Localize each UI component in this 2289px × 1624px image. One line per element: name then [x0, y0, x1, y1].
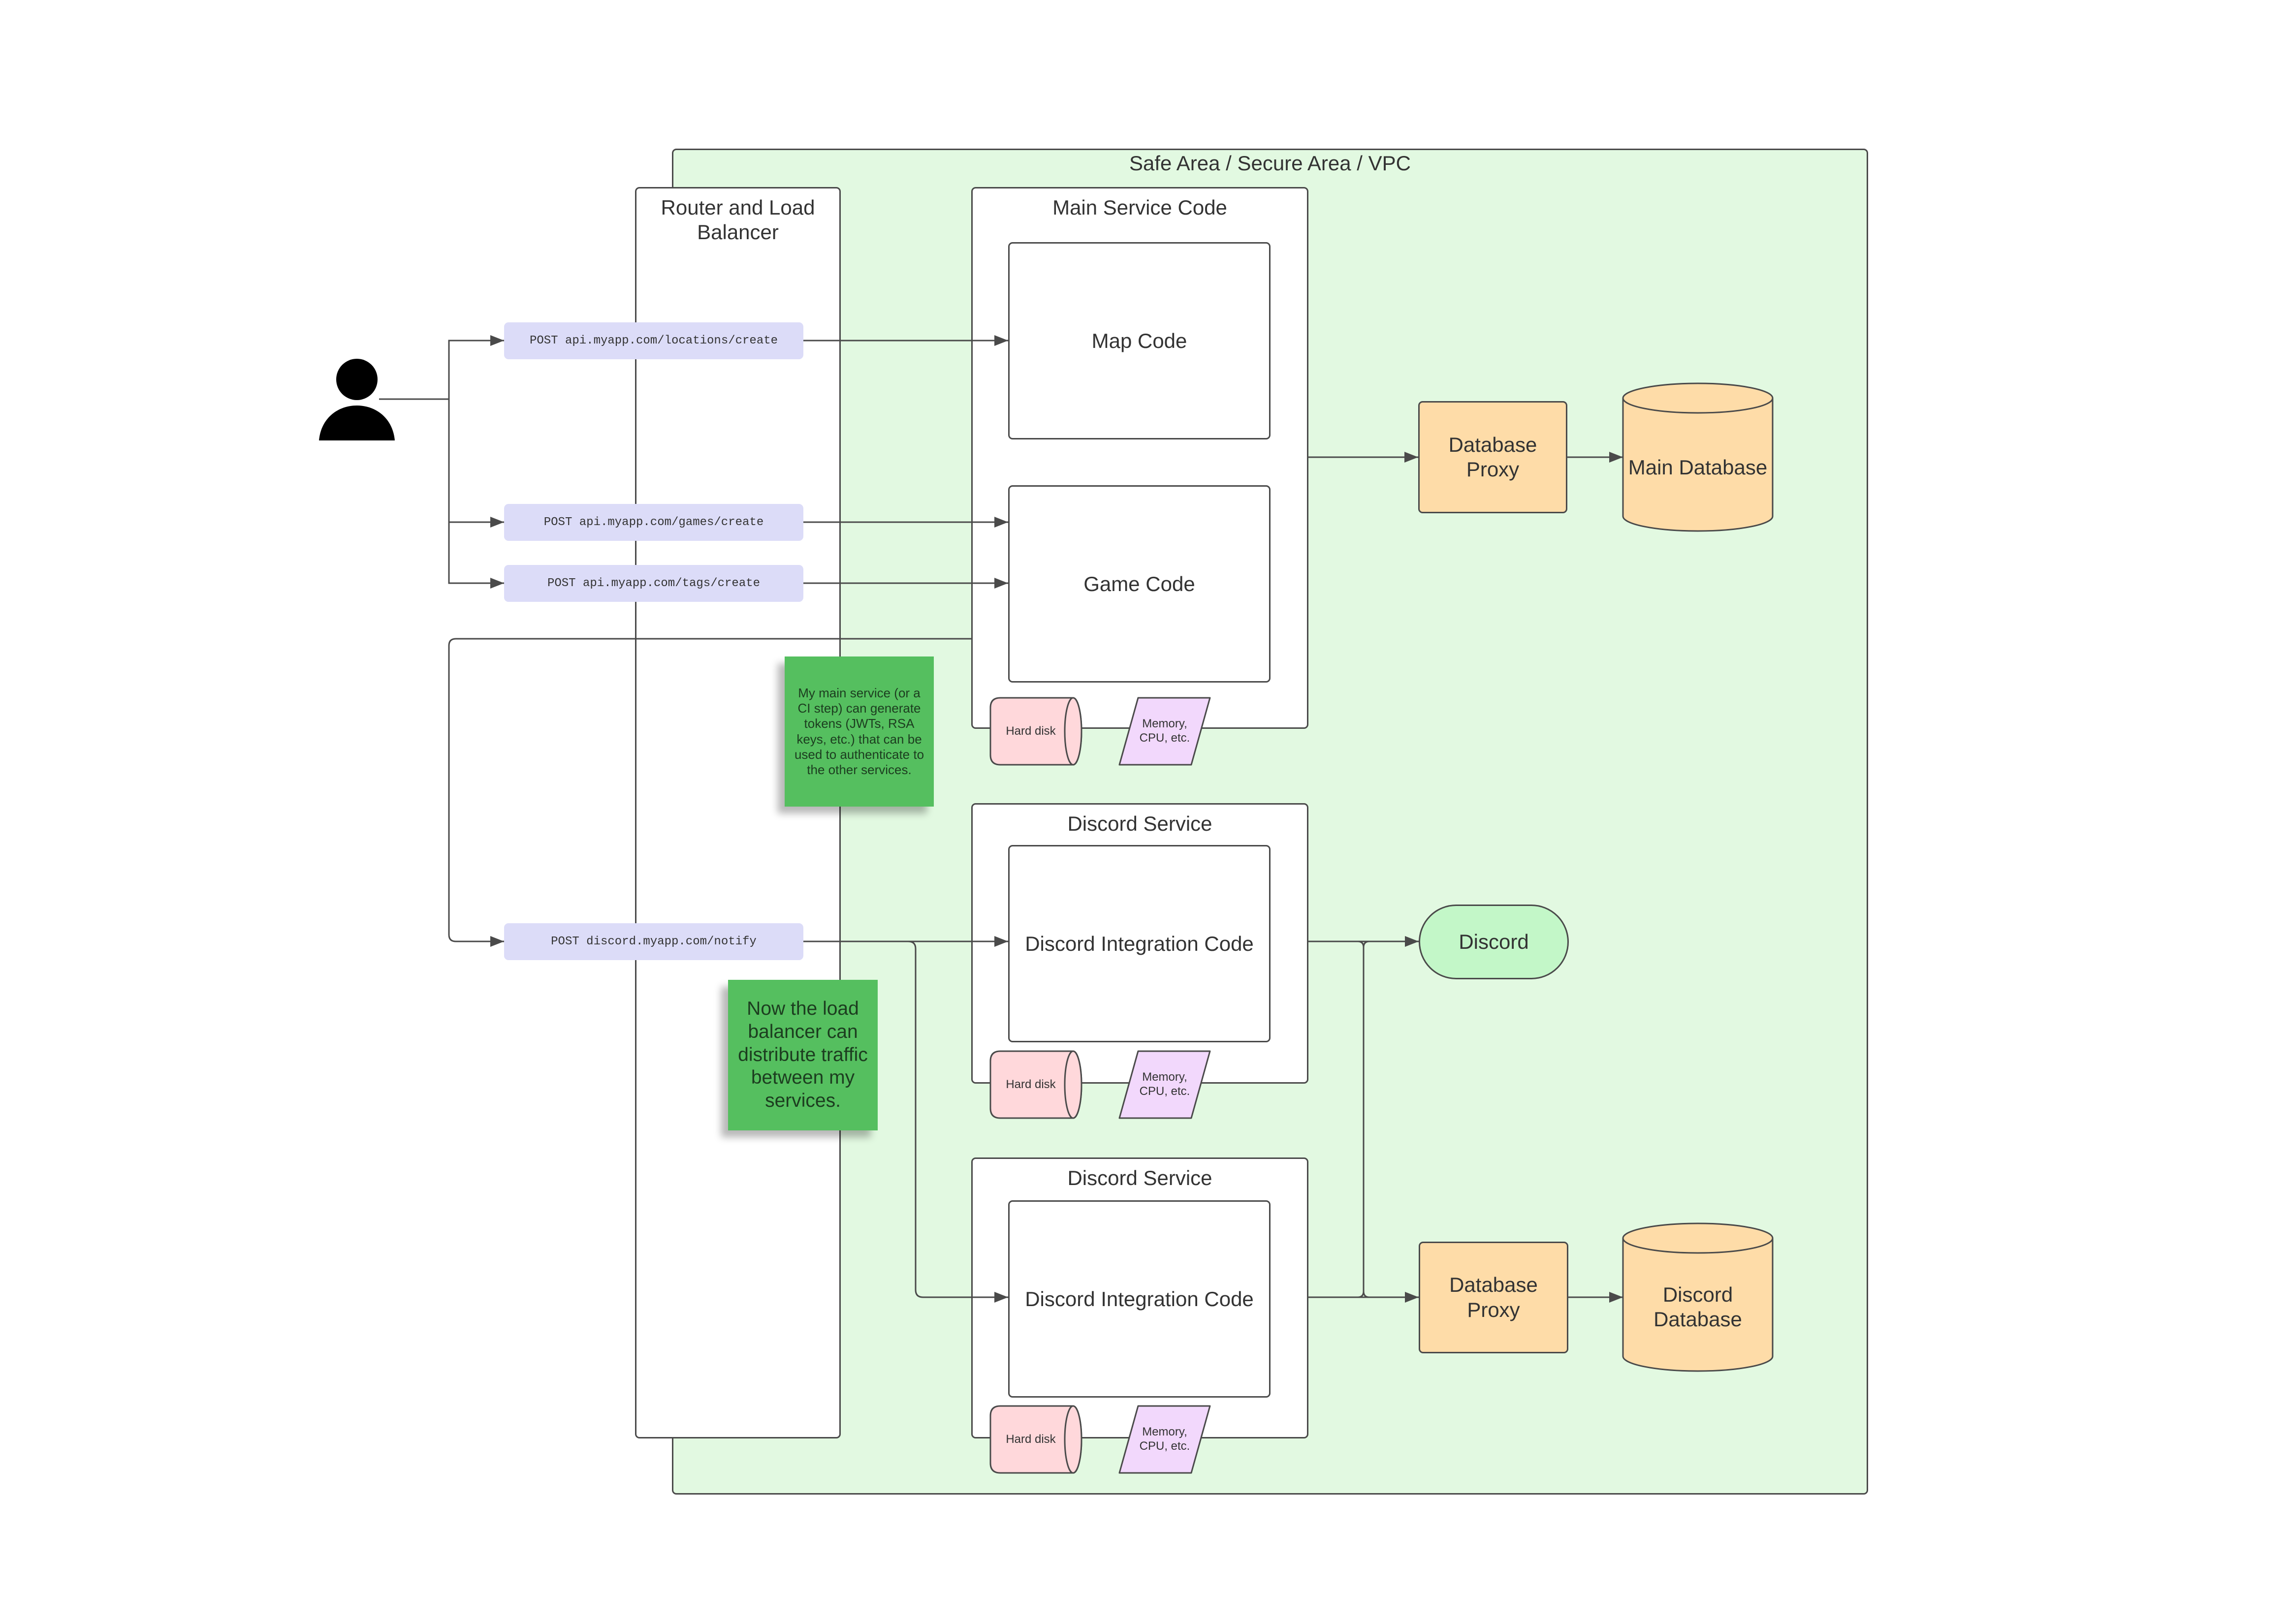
- memory-cpu-icon: [1118, 1050, 1211, 1119]
- hard-disk-label: Hard disk: [1006, 1433, 1056, 1446]
- router-load-balancer: Router and Load Balancer: [635, 187, 841, 1438]
- hard-disk-icon: [989, 697, 1082, 766]
- endpoint-discord-notify[interactable]: POST discord.myapp.com/notify: [504, 923, 803, 960]
- discord-integration-code-2: Discord Integration Code: [1008, 1200, 1271, 1398]
- endpoint-games-create[interactable]: POST api.myapp.com/games/create: [504, 504, 803, 541]
- sticky-note-load-balancer: Now the load balancer can distribute tra…: [728, 980, 878, 1130]
- discord-external-service: Discord: [1419, 905, 1569, 979]
- endpoint-tags-create[interactable]: POST api.myapp.com/tags/create: [504, 565, 803, 602]
- discord-database-proxy: Database Proxy: [1419, 1242, 1568, 1353]
- memory-cpu-icon: [1118, 697, 1211, 766]
- main-service-title: Main Service Code: [1052, 196, 1227, 219]
- endpoint-locations-create[interactable]: POST api.myapp.com/locations/create: [504, 322, 803, 359]
- main-database-proxy: Database Proxy: [1418, 401, 1567, 513]
- game-code-box: Game Code: [1008, 485, 1271, 683]
- discord-service-2-title: Discord Service: [1067, 1166, 1212, 1189]
- discord-database-cylinder: [1622, 1222, 1774, 1372]
- main-database-cylinder: [1622, 382, 1774, 532]
- vpc-title: Safe Area / Secure Area / VPC: [1129, 152, 1411, 175]
- hard-disk-icon: [989, 1405, 1082, 1474]
- discord-integration-code-1: Discord Integration Code: [1008, 845, 1271, 1042]
- sticky-note-tokens: My main service (or a CI step) can gener…: [785, 656, 934, 807]
- map-code-box: Map Code: [1008, 242, 1271, 439]
- discord-label: Discord: [1459, 930, 1529, 953]
- hard-disk-label: Hard disk: [1006, 724, 1056, 738]
- discord-database-label: Discord Database: [1653, 1282, 1742, 1331]
- memory-label: Memory, CPU, etc.: [1139, 717, 1190, 745]
- hard-disk-icon: [989, 1050, 1082, 1119]
- memory-cpu-icon: [1118, 1405, 1211, 1474]
- main-database-label: Main Database: [1628, 456, 1768, 479]
- router-title: Router and Load Balancer: [661, 196, 815, 244]
- memory-label: Memory, CPU, etc.: [1139, 1070, 1190, 1098]
- discord-service-1-title: Discord Service: [1067, 812, 1212, 835]
- memory-label: Memory, CPU, etc.: [1139, 1425, 1190, 1453]
- hard-disk-label: Hard disk: [1006, 1078, 1056, 1091]
- user-icon: [319, 359, 395, 440]
